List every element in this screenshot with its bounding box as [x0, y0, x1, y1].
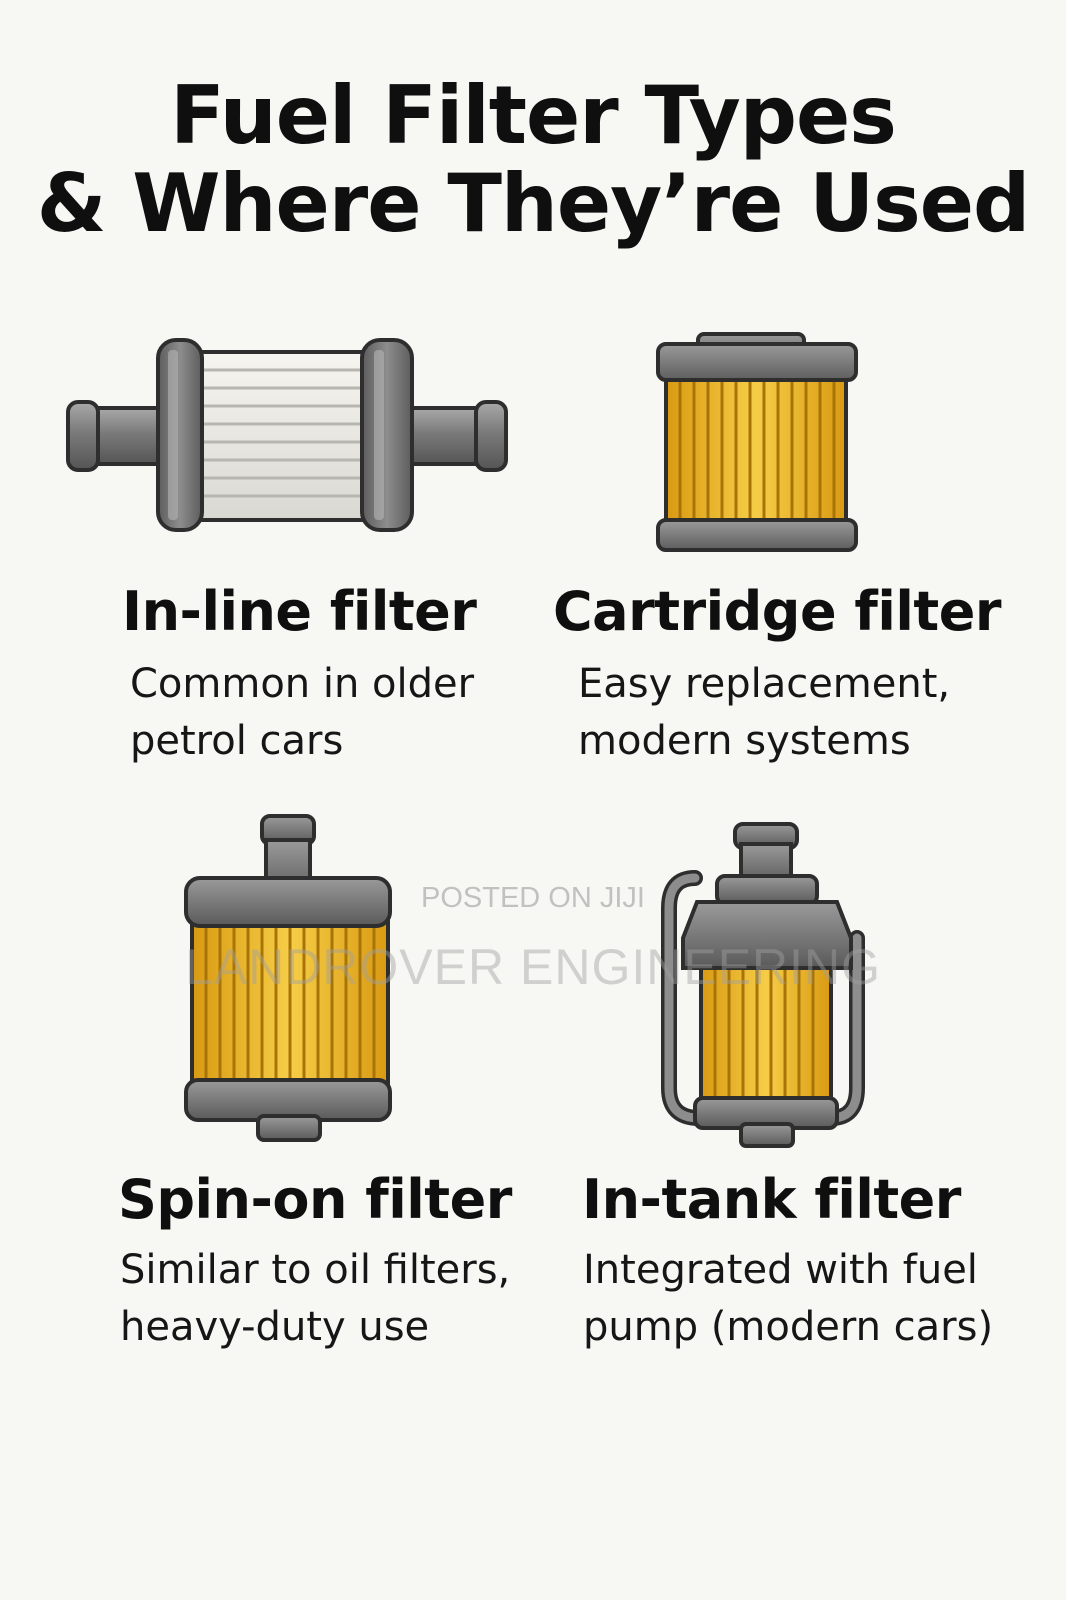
- filter-desc-line-2: heavy-duty use: [120, 1304, 430, 1350]
- filter-desc-line-1: Easy replacement,: [578, 661, 951, 707]
- filter-name: In-line filter: [122, 580, 477, 643]
- filter-desc-line-2: pump (modern cars): [583, 1304, 994, 1350]
- page-title: Fuel Filter Types & Where They’re Used: [0, 72, 1066, 248]
- inline-filter-icon: [66, 338, 508, 532]
- in-tank-filter-icon: [661, 822, 865, 1148]
- filter-desc-line-1: Integrated with fuel: [583, 1247, 978, 1293]
- spin-on-filter-icon: [184, 814, 392, 1142]
- filter-desc-line-1: Similar to oil filters,: [120, 1247, 511, 1293]
- filter-name: Cartridge filter: [553, 580, 1001, 643]
- filter-desc-line-1: Common in older: [130, 661, 475, 707]
- filter-name: Spin-on filter: [118, 1168, 512, 1231]
- watermark-line-1: POSTED ON JIJI: [421, 882, 645, 914]
- filter-desc-line-2: modern systems: [578, 718, 911, 764]
- cartridge-filter-icon: [656, 332, 858, 552]
- filter-name: In-tank filter: [582, 1168, 961, 1231]
- filter-desc-line-2: petrol cars: [130, 718, 344, 764]
- title-line-2: & Where They’re Used: [36, 157, 1031, 250]
- watermark-line-2: LANDROVER ENGINEERING: [184, 939, 882, 995]
- title-line-1: Fuel Filter Types: [170, 69, 897, 162]
